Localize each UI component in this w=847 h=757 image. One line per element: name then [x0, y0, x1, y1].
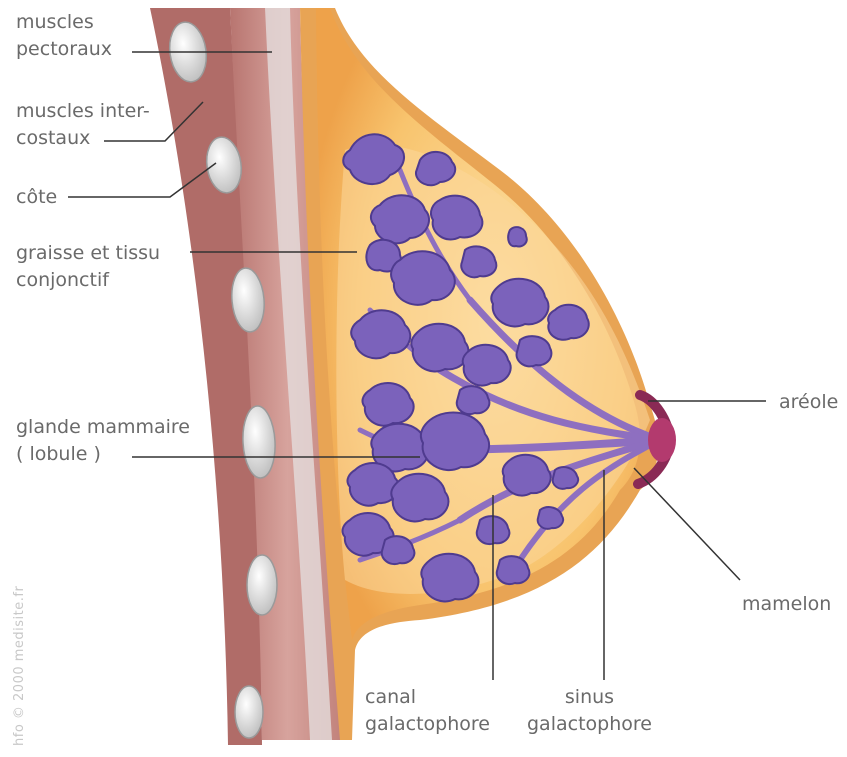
label-line: côte [16, 184, 57, 211]
label-muscles-intercostaux: muscles inter- costaux [16, 98, 150, 152]
label-cote: côte [16, 184, 57, 211]
label-glande-mammaire: glande mammaire ( lobule ) [16, 414, 190, 468]
label-line: pectoraux [16, 36, 112, 63]
label-line: galactophore [365, 711, 490, 738]
label-line: muscles [16, 9, 112, 36]
label-line: conjonctif [16, 267, 160, 294]
label-line: ( lobule ) [16, 441, 190, 468]
copyright-watermark: hfo © 2000 medisite.fr [12, 586, 27, 746]
label-graisse-tissu-conjonctif: graisse et tissu conjonctif [16, 240, 160, 294]
label-canal-galactophore: canal galactophore [365, 684, 490, 738]
label-line: galactophore [527, 711, 652, 738]
label-line: canal [365, 684, 490, 711]
nipple [648, 418, 676, 462]
label-muscles-pectoraux: muscles pectoraux [16, 9, 112, 63]
label-line: mamelon [742, 591, 831, 618]
label-line: costaux [16, 125, 150, 152]
label-line: muscles inter- [16, 98, 150, 125]
label-line: sinus [527, 684, 652, 711]
label-sinus-galactophore: sinus galactophore [527, 684, 652, 738]
label-line: aréole [779, 389, 838, 416]
label-areole: aréole [779, 389, 838, 416]
label-mamelon: mamelon [742, 591, 831, 618]
label-line: graisse et tissu [16, 240, 160, 267]
label-line: glande mammaire [16, 414, 190, 441]
